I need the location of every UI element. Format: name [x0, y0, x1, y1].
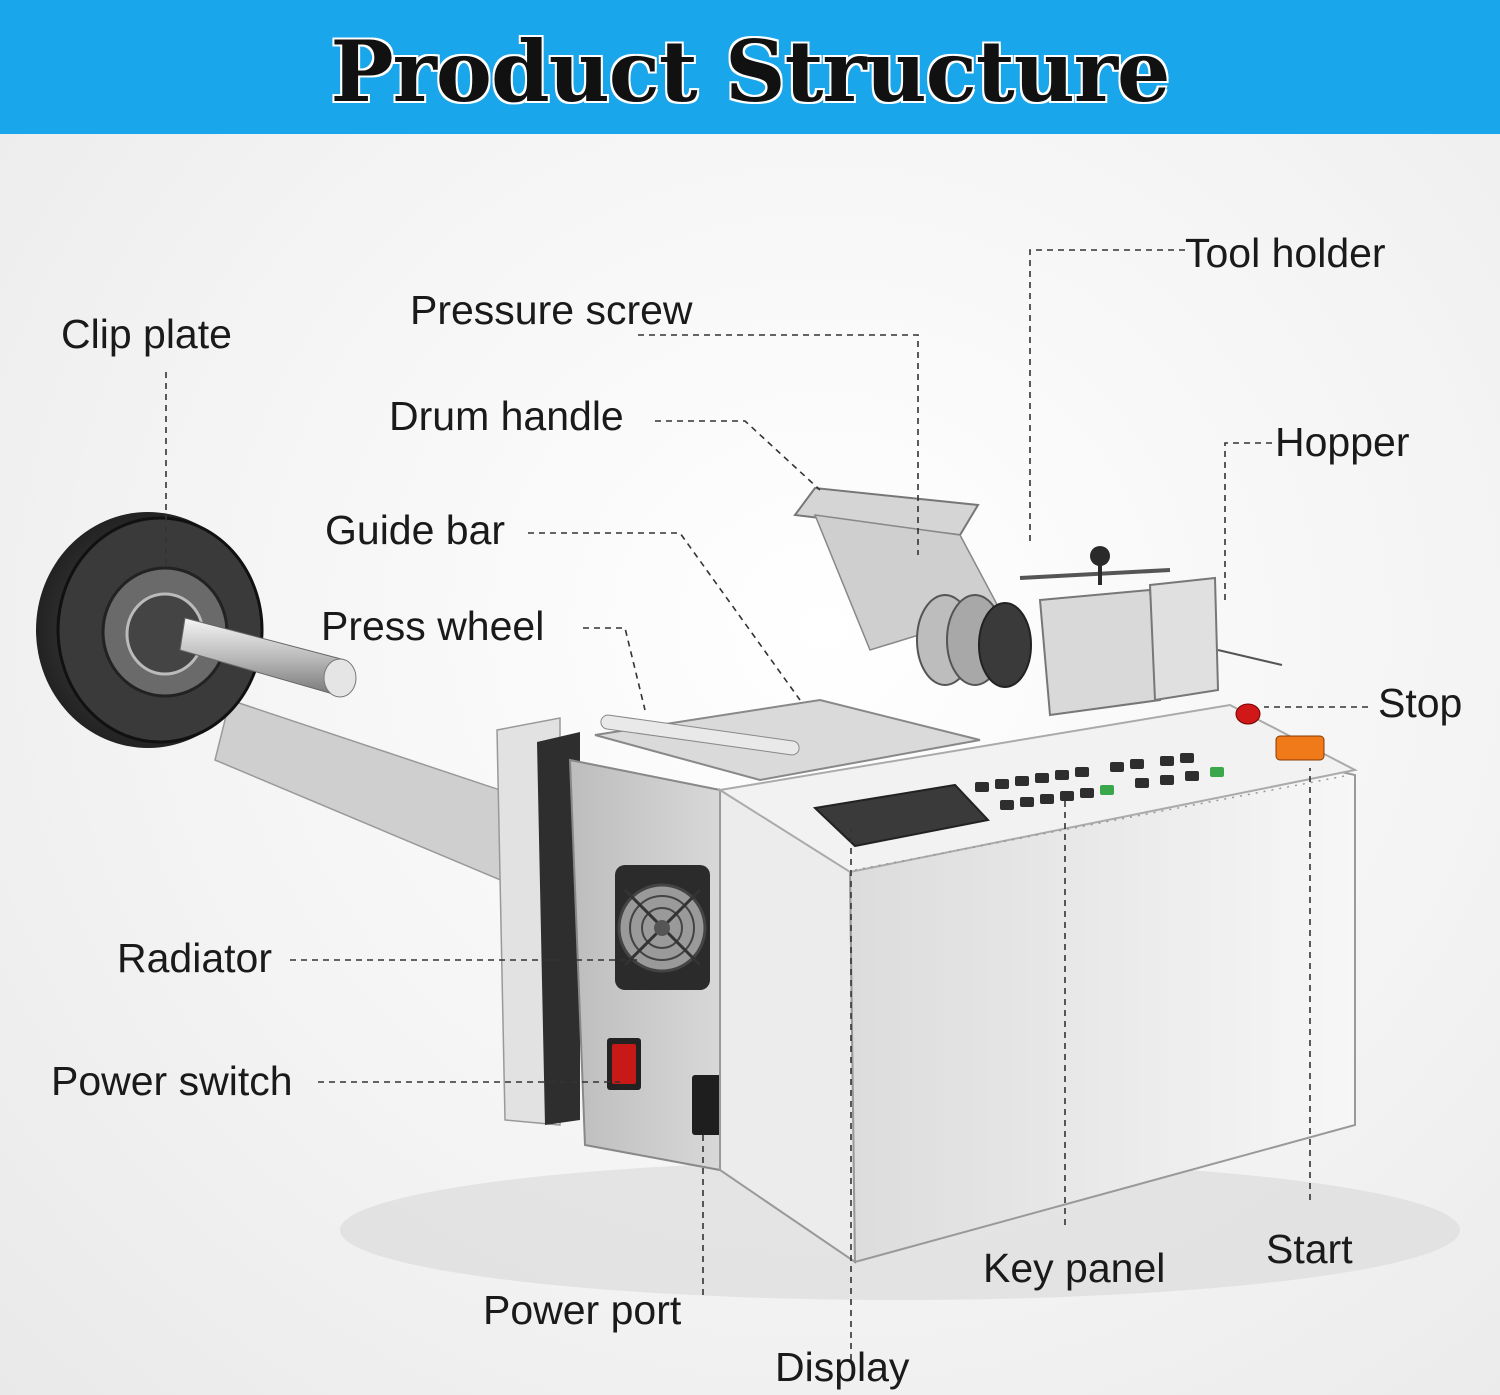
- pressure-screw-knob: [1090, 546, 1110, 566]
- label-display: Display: [775, 1344, 910, 1390]
- radiator-fan: [615, 865, 710, 990]
- label-guide-bar: Guide bar: [325, 507, 506, 553]
- display-screen: [812, 783, 990, 848]
- label-start: Start: [1266, 1226, 1353, 1272]
- label-pressure-screw: Pressure screw: [410, 287, 693, 333]
- press-wheel-rollers: [916, 594, 1032, 688]
- power-switch-rocker: [612, 1044, 636, 1084]
- start-button: [1275, 735, 1325, 761]
- label-power-switch: Power switch: [51, 1058, 293, 1104]
- label-hopper: Hopper: [1275, 419, 1410, 465]
- clip-plate-reel: [36, 512, 357, 748]
- stop-button: [1235, 703, 1261, 725]
- label-tool-holder: Tool holder: [1185, 230, 1386, 276]
- label-clip-plate: Clip plate: [61, 311, 232, 357]
- label-power-port: Power port: [483, 1287, 682, 1333]
- title-banner: [0, 0, 1500, 134]
- label-key-panel: Key panel: [983, 1245, 1166, 1291]
- label-drum-handle: Drum handle: [389, 393, 624, 439]
- page-title: Product Structure: [330, 21, 1172, 122]
- tool-holder: [1038, 588, 1162, 717]
- hopper: [1148, 576, 1220, 702]
- label-press-wheel: Press wheel: [321, 603, 545, 649]
- key-panel-buttons: [975, 753, 1224, 810]
- guide-bar-rod: [600, 714, 800, 756]
- power-port-socket: [692, 1075, 722, 1135]
- label-radiator: Radiator: [117, 935, 272, 981]
- label-stop: Stop: [1378, 680, 1463, 726]
